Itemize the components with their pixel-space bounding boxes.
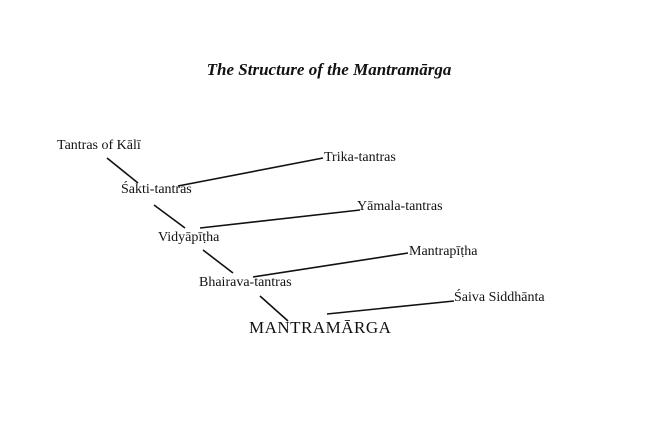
diagram-title: The Structure of the Mantramārga xyxy=(206,60,452,79)
node-mantramarga: MANTRAMĀRGA xyxy=(249,318,392,337)
node-saiva-siddhanta: Śaiva Siddhānta xyxy=(454,290,545,305)
edge-vidyapitha-yamala xyxy=(199,209,361,229)
node-tantras-of-kali: Tantras of Kālī xyxy=(57,138,141,153)
edge-sakti-trika xyxy=(177,157,324,187)
node-yamala-tantras: Yāmala-tantras xyxy=(357,199,443,214)
edge-bhairava-mantramarga xyxy=(259,295,289,322)
node-sakti-tantras: Śakti-tantras xyxy=(121,182,192,197)
edge-bhairava-mantrapitha xyxy=(252,252,409,278)
edge-sakti-vidyapitha xyxy=(153,204,186,229)
node-bhairava-tantras: Bhairava-tantras xyxy=(199,275,292,290)
node-vidyapitha: Vidyāpīṭha xyxy=(158,230,220,245)
node-trika-tantras: Trika-tantras xyxy=(324,150,396,165)
node-mantrapitha: Mantrapīṭha xyxy=(409,244,478,259)
edge-mantramarga-saiva xyxy=(326,300,455,315)
edge-vidyapitha-bhairava xyxy=(202,249,234,274)
edge-kali-sakti xyxy=(106,157,139,184)
